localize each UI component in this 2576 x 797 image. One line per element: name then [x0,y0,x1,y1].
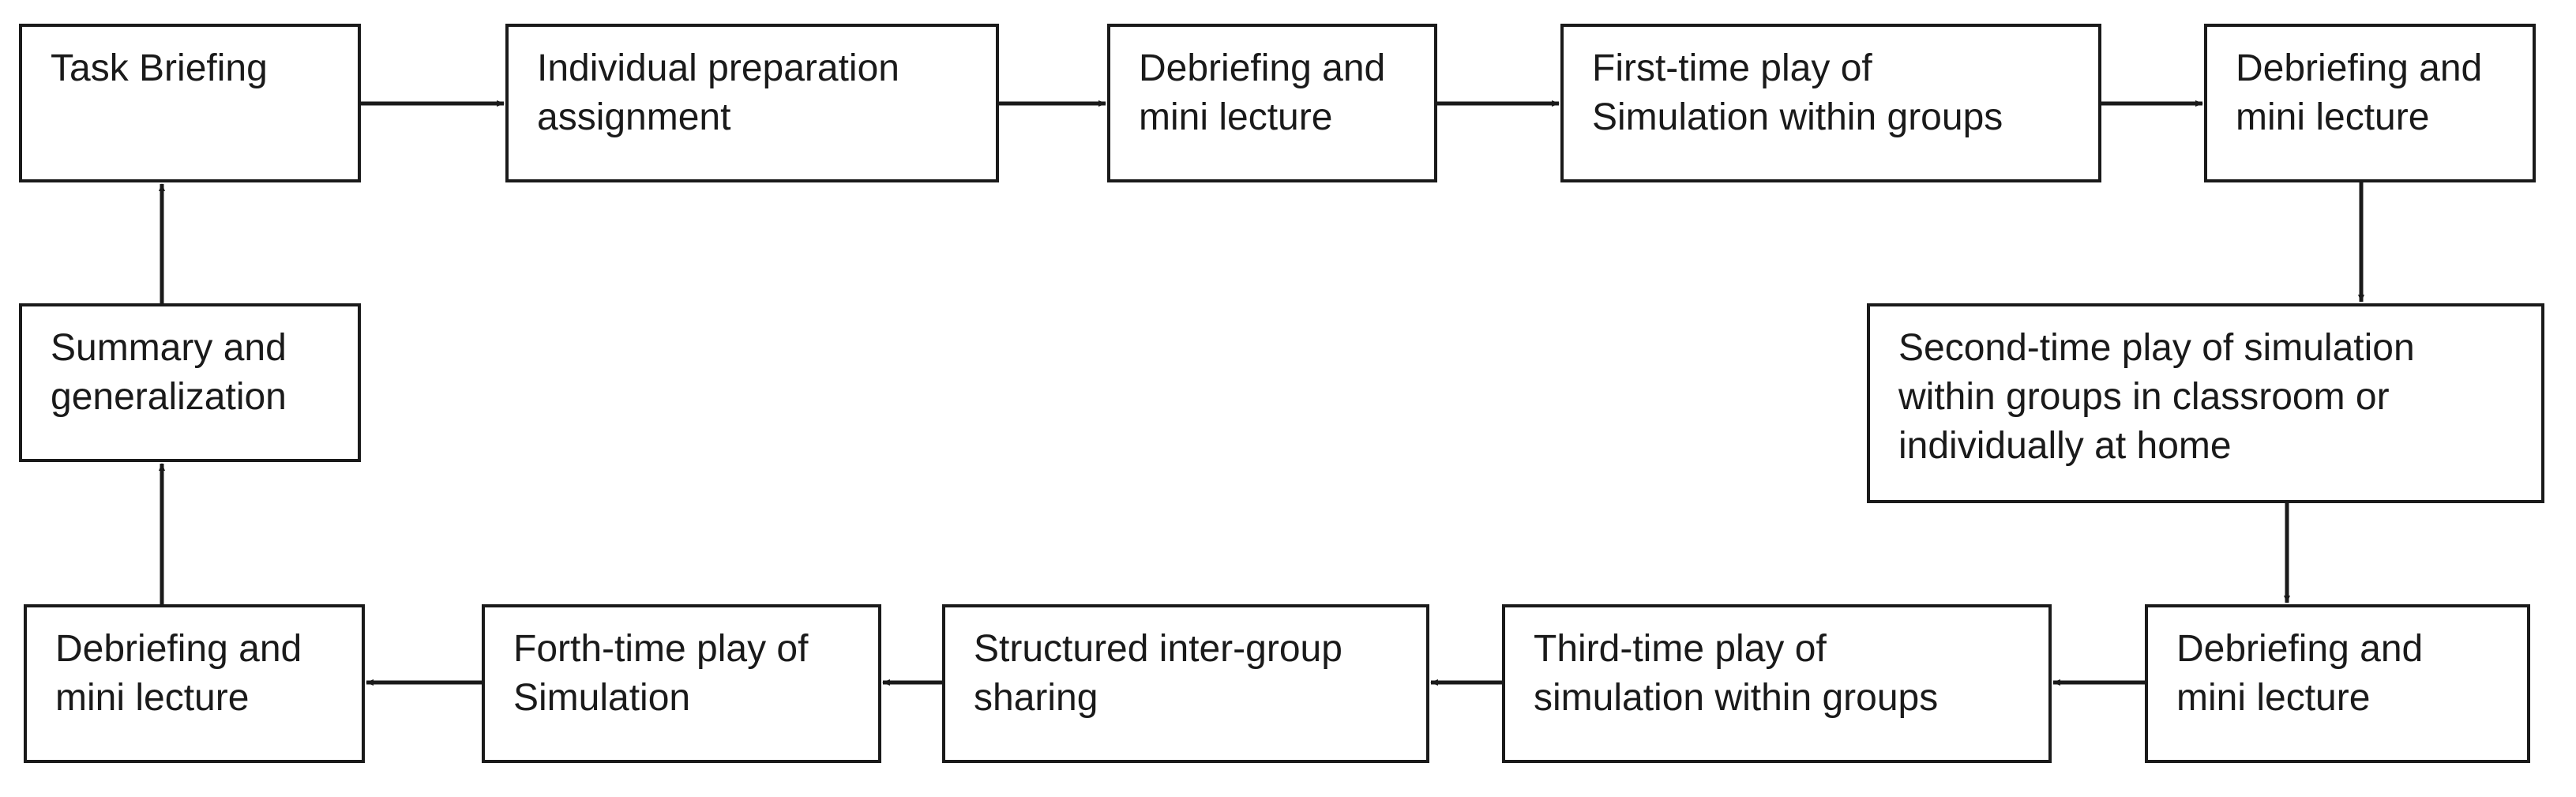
node-summary-line: generalization [51,376,287,418]
node-debriefing-1-line: Debriefing and [1139,47,1386,89]
node-structured-sharing-line: sharing [974,677,1098,719]
node-structured-sharing-line: Structured inter-group [974,628,1342,670]
node-first-play-line: Simulation within groups [1592,96,2003,138]
node-third-play-line: simulation within groups [1534,677,1939,719]
node-debriefing-3-line: mini lecture [2176,677,2371,719]
node-third-play-line: Third-time play of [1534,628,1827,670]
node-individual-preparation-line: Individual preparation [537,47,899,89]
node-forth-play-line: Simulation [513,677,691,719]
node-second-play-line: individually at home [1898,425,2232,467]
node-debriefing-2: Debriefing and mini lecture [2204,24,2536,182]
node-forth-play: Forth-time play of Simulation [482,604,881,763]
node-forth-play-line: Forth-time play of [513,628,809,670]
node-task-briefing: Task Briefing [19,24,361,182]
node-debriefing-2-line: Debriefing and [2236,47,2483,89]
node-summary: Summary and generalization [19,303,361,462]
node-debriefing-1: Debriefing and mini lecture [1107,24,1437,182]
node-first-play: First-time play of Simulation within gro… [1560,24,2101,182]
node-first-play-line: First-time play of [1592,47,1872,89]
node-structured-sharing: Structured inter-group sharing [942,604,1429,763]
node-second-play-line: Second-time play of simulation [1898,327,2415,369]
node-debriefing-4: Debriefing and mini lecture [24,604,365,763]
node-second-play-line: within groups in classroom or [1898,376,2390,418]
node-debriefing-4-line: mini lecture [55,677,250,719]
node-individual-preparation: Individual preparation assignment [505,24,999,182]
node-debriefing-1-line: mini lecture [1139,96,1333,138]
node-debriefing-2-line: mini lecture [2236,96,2430,138]
node-task-briefing-line: Task Briefing [51,47,268,89]
node-second-play: Second-time play of simulation within gr… [1867,303,2544,503]
node-third-play: Third-time play of simulation within gro… [1502,604,2052,763]
node-debriefing-3: Debriefing and mini lecture [2145,604,2530,763]
node-summary-line: Summary and [51,327,287,369]
node-individual-preparation-line: assignment [537,96,731,138]
node-debriefing-3-line: Debriefing and [2176,628,2424,670]
node-debriefing-4-line: Debriefing and [55,628,302,670]
